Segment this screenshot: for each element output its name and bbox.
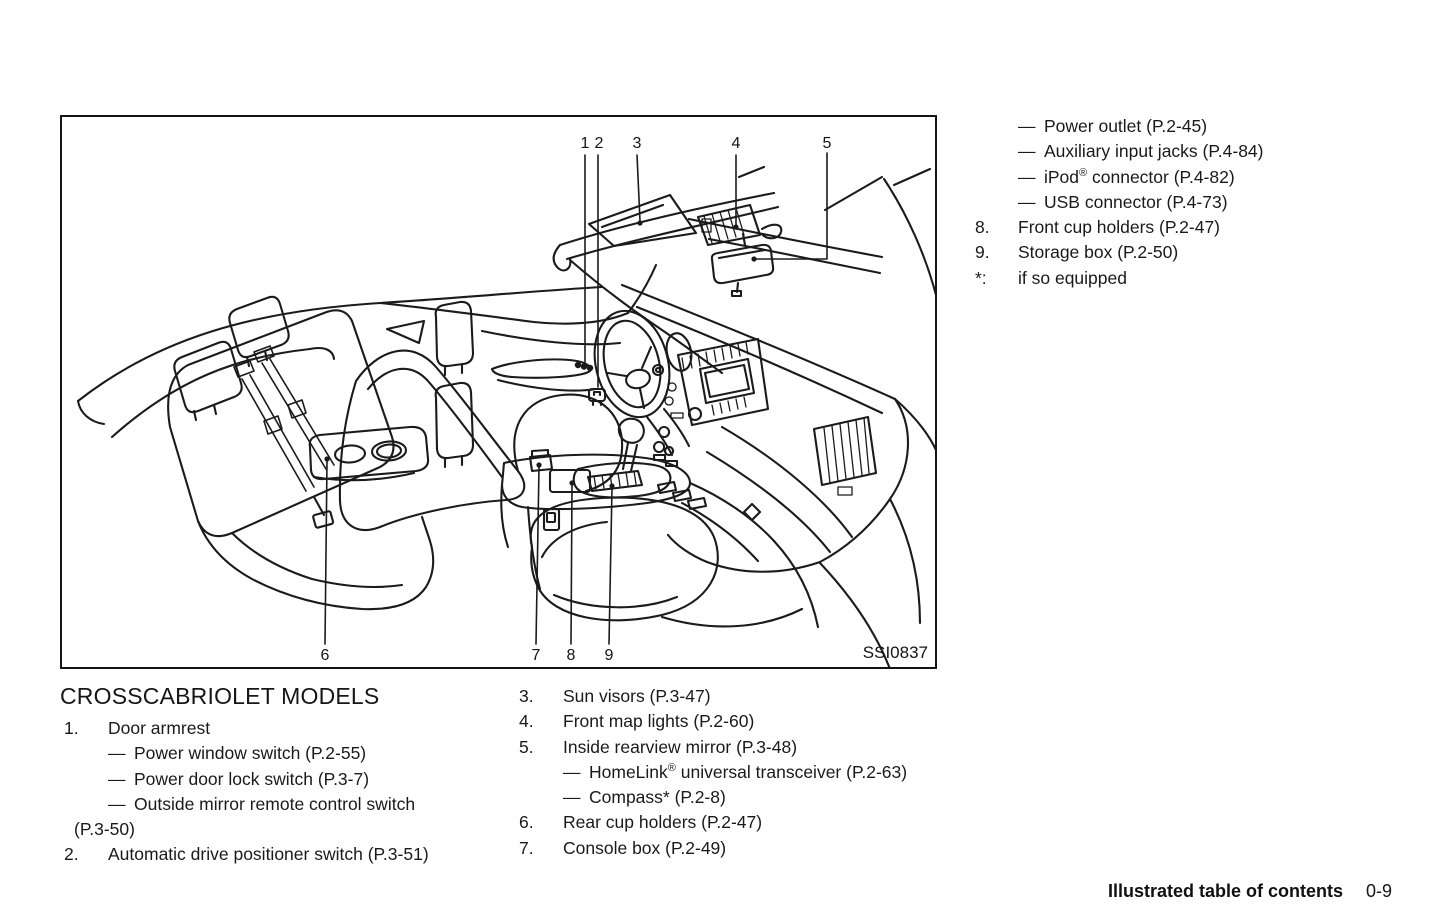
list-item-text: Door armrest: [108, 718, 211, 738]
list-item-text: —Power outlet (P.2-45): [1018, 116, 1208, 136]
list-item-text: —HomeLink® universal transceiver (P.2-63…: [563, 761, 908, 782]
list-item: 8. Front cup holders (P.2-47): [975, 215, 1415, 240]
list-item-number: [975, 190, 1018, 215]
list-item-number: 6.: [519, 812, 534, 833]
list-item-number: 7.: [519, 837, 534, 858]
list-item-text: Inside rearview mirror (P.3-48): [563, 736, 798, 757]
list-item: 6. Rear cup holders (P.2-47): [519, 810, 959, 835]
callout-8: 8: [566, 647, 576, 664]
list-item: 3. Sun visors (P.3-47): [519, 684, 959, 709]
callout-9: 9: [604, 647, 614, 664]
list-item: 7. Console box (P.2-49): [519, 836, 959, 861]
list-item-number: 8.: [975, 217, 990, 238]
list-item-text: —Outside mirror remote control switch: [108, 793, 416, 814]
list-item: —Power outlet (P.2-45): [975, 114, 1415, 139]
list-item-number: [64, 741, 108, 766]
list-item-text: —iPod® connector (P.4-82): [1018, 166, 1235, 187]
figure-image-code: SSI0837: [862, 643, 928, 662]
list-item: —Compass* (P.2-8): [519, 785, 959, 810]
reference-list-right: —Power outlet (P.2-45) —Auxiliary input j…: [975, 114, 1415, 291]
list-item-text: Console box (P.2-49): [563, 837, 727, 858]
list-item: 2. Automatic drive positioner switch (P.3…: [64, 842, 494, 867]
list-item: —iPod® connector (P.4-82): [975, 165, 1415, 190]
list-item: —Power window switch (P.2-55): [64, 741, 494, 766]
list-item-number: 2.: [64, 844, 79, 865]
footer-section-title: Illustrated table of contents: [1107, 881, 1343, 901]
list-item-text: —Compass* (P.2-8): [563, 787, 726, 808]
list-item-number: [975, 139, 1018, 164]
car-interior-illustration: [76, 152, 935, 667]
list-item-number: 4.: [519, 711, 534, 732]
list-item-text: Front cup holders (P.2-47): [1018, 217, 1221, 238]
list-item: —Outside mirror remote control switch: [64, 792, 494, 817]
list-item: 9. Storage box (P.2-50): [975, 240, 1415, 265]
callout-7: 7: [531, 647, 541, 664]
list-item-number: [519, 760, 563, 785]
list-item-text: Storage box (P.2-50): [1018, 242, 1179, 263]
list-item: 1. Door armrest: [64, 716, 494, 741]
list-item: —HomeLink® universal transceiver (P.2-63…: [519, 760, 959, 785]
list-item-number: 1.: [64, 718, 79, 738]
callout-6: 6: [320, 647, 330, 664]
list-item-number: *:: [975, 267, 987, 288]
list-item-text: —Power window switch (P.2-55): [108, 743, 367, 764]
list-item-text: if so equipped: [1018, 267, 1127, 288]
list-item: —Auxiliary input jacks (P.4-84): [975, 139, 1415, 164]
list-item-text: Rear cup holders (P.2-47): [563, 812, 763, 833]
list-item-number: [64, 767, 108, 792]
callout-2: 2: [594, 135, 604, 152]
list-item: 4. Front map lights (P.2-60): [519, 709, 959, 734]
interior-figure-box: 1 2 3 4 5 6 7 8 9 SSI0837: [60, 115, 937, 669]
list-item: *: if so equipped: [975, 266, 1415, 291]
list-item-text: Front map lights (P.2-60): [563, 711, 755, 732]
list-item-number: 5.: [519, 736, 534, 757]
list-item: —Power door lock switch (P.3-7): [64, 767, 494, 792]
page-footer: Illustrated table of contents 0-9: [1108, 881, 1392, 902]
list-item-text: —USB connector (P.4-73): [1018, 191, 1228, 212]
list-item-text: —Auxiliary input jacks (P.4-84): [1018, 141, 1264, 162]
list-item-text: Automatic drive positioner switch (P.3-5…: [108, 844, 429, 865]
list-item-text: Sun visors (P.3-47): [563, 686, 711, 706]
list-item-number: [975, 114, 1018, 139]
list-item-number: [64, 792, 108, 817]
callout-3: 3: [632, 135, 642, 152]
list-item-text: —Power door lock switch (P.3-7): [108, 768, 370, 789]
list-item: 5. Inside rearview mirror (P.3-48): [519, 735, 959, 760]
list-item-number: [975, 165, 1018, 190]
callout-1: 1: [580, 135, 590, 152]
list-item: (P.3-50): [64, 817, 494, 842]
reference-list-left: 1. Door armrest —Power window switch (P.2-…: [64, 716, 494, 868]
list-item-number: 9.: [975, 242, 990, 263]
list-item-number: 3.: [519, 686, 534, 706]
callout-5: 5: [822, 135, 832, 152]
reference-list-middle: 3. Sun visors (P.3-47) 4. Front map lights …: [519, 684, 959, 861]
list-item-number: [519, 785, 563, 810]
footer-page-number: 0-9: [1365, 881, 1392, 901]
list-item: —USB connector (P.4-73): [975, 190, 1415, 215]
section-heading-crosscabriolet-models: CROSSCABRIOLET MODELS: [60, 683, 380, 709]
list-item-text: (P.3-50): [74, 819, 135, 840]
callout-4: 4: [731, 135, 741, 152]
